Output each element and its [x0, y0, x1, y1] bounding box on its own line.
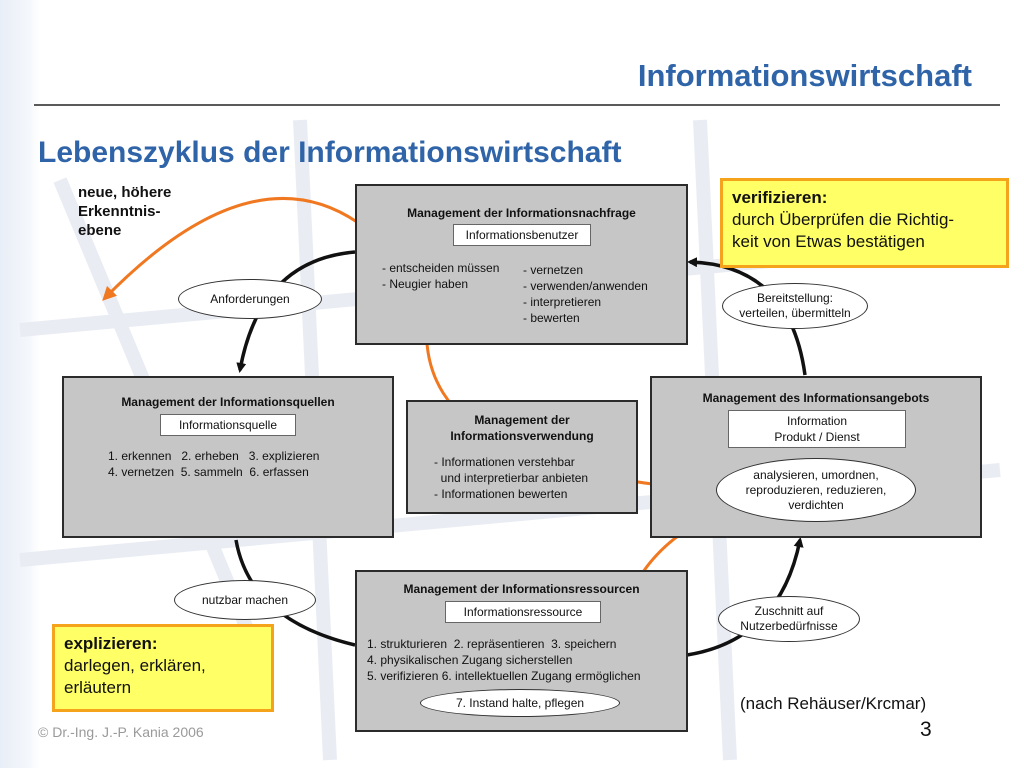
box-informationsnachfrage: Management der Informationsnachfrage Inf…: [355, 184, 688, 345]
higher-knowledge-label: neue, höhere Erkenntnis- ebene: [78, 184, 172, 239]
nachfrage-activities: - vernetzen - verwenden/anwenden - inter…: [523, 263, 648, 325]
orange-arrow-higher-level: [102, 196, 358, 301]
ressourcen-steps: 1. strukturieren 2. repräsentieren 3. sp…: [367, 637, 641, 683]
header-divider: [34, 104, 1000, 106]
box-title: Management der Informationsquellen: [121, 395, 335, 409]
tag-informationsbenutzer: Informationsbenutzer: [453, 224, 591, 246]
footer-copyright: © Dr.-Ing. J.-P. Kania 2006: [38, 724, 204, 740]
tag-informationsressource: Informationsressource: [445, 601, 601, 623]
verwendung-items: - Informationen verstehbar und interpret…: [434, 455, 589, 501]
callout-term: explizieren:: [64, 634, 158, 653]
tag-informationsquelle: Informationsquelle: [160, 414, 296, 436]
callout-definition: durch Überprüfen die Richtig- keit von E…: [732, 210, 955, 251]
nachfrage-motives: - entscheiden müssen - Neugier haben: [382, 261, 500, 291]
ellipse-analysieren: analysieren, umordnen, reproduzieren, re…: [716, 458, 916, 522]
ellipse-nutzbar-machen: nutzbar machen: [174, 580, 316, 620]
box-informationsverwendung: Management der Informationsverwendung - …: [406, 400, 638, 514]
callout-explizieren: explizieren: darlegen, erklären, erläute…: [52, 624, 274, 712]
quellen-steps: 1. erkennen 2. erheben 3. explizieren 4.…: [108, 449, 320, 479]
tag-information-produkt-dienst: Information Produkt / Dienst: [728, 410, 906, 448]
box-title: Management des Informationsangebots: [702, 391, 930, 405]
source-note: (nach Rehäuser/Krcmar): [740, 694, 927, 713]
ellipse-instand-halten: 7. Instand halte, pflegen: [420, 689, 620, 717]
box-informationsquellen: Management der Informationsquellen Infor…: [62, 376, 394, 538]
ellipse-anforderungen: Anforderungen: [178, 279, 322, 319]
box-title: Management der Informationsressourcen: [403, 582, 640, 596]
callout-term: verifizieren:: [732, 188, 828, 207]
header-title: Informationswirtschaft: [637, 58, 972, 93]
box-informationsressourcen: Management der Informationsressourcen In…: [355, 570, 688, 732]
callout-definition: darlegen, erklären, erläutern: [64, 656, 206, 697]
box-title: Management der Informationsverwendung: [450, 413, 594, 443]
box-title: Management der Informationsnachfrage: [407, 206, 636, 220]
callout-verifizieren: verifizieren: durch Überprüfen die Richt…: [720, 178, 1009, 268]
ellipse-bereitstellung: Bereitstellung: verteilen, übermitteln: [722, 283, 868, 329]
slide-title: Lebenszyklus der Informationswirtschaft: [38, 136, 622, 169]
page-number: 3: [920, 718, 932, 741]
ellipse-zuschnitt: Zuschnitt auf Nutzerbedürfnisse: [718, 596, 860, 642]
